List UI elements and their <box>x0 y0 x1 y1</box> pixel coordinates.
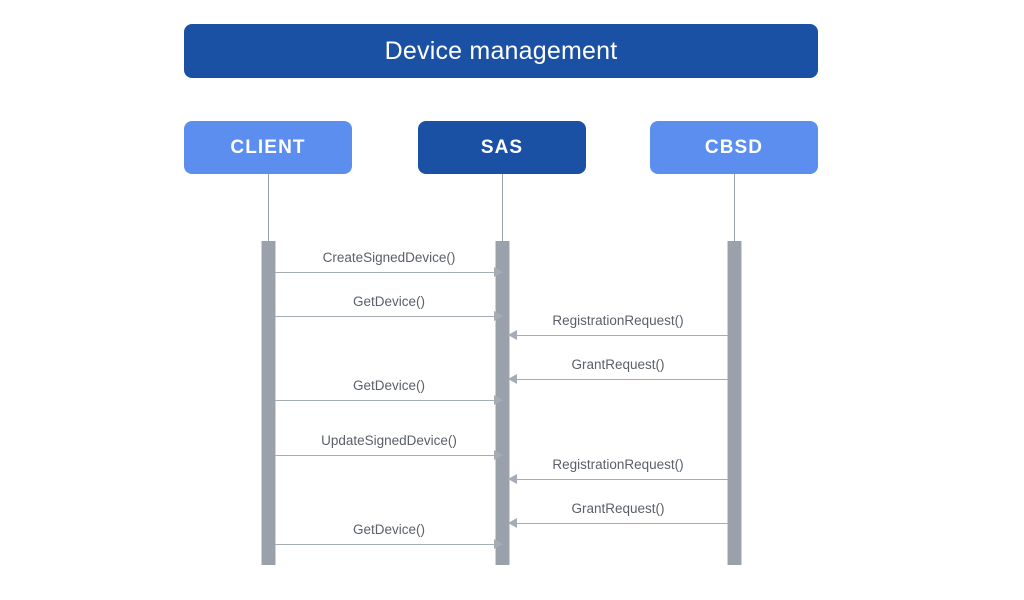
arrow-left-icon <box>508 474 517 484</box>
lifeline-cbsd <box>734 174 735 241</box>
arrow-right-icon <box>494 395 503 405</box>
message-line <box>275 400 503 401</box>
participant-box-client[interactable]: CLIENT <box>184 121 352 174</box>
message-label: GrantRequest() <box>571 357 665 372</box>
message-label: UpdateSignedDevice() <box>321 433 457 448</box>
message-create-signed-device[interactable]: CreateSignedDevice() <box>275 250 503 284</box>
message-label: GetDevice() <box>352 378 425 393</box>
message-line <box>275 544 503 545</box>
activation-bar-client <box>261 241 276 565</box>
message-grant-request-2[interactable]: GrantRequest() <box>508 501 728 535</box>
message-label: GetDevice() <box>352 294 425 309</box>
message-line <box>508 335 728 336</box>
message-label: GetDevice() <box>352 522 425 537</box>
arrow-right-icon <box>494 450 503 460</box>
participant-box-sas[interactable]: SAS <box>418 121 586 174</box>
message-line <box>508 479 728 480</box>
arrow-right-icon <box>494 539 503 549</box>
lifeline-client <box>268 174 269 241</box>
arrow-right-icon <box>494 267 503 277</box>
message-get-device-1[interactable]: GetDevice() <box>275 294 503 328</box>
arrow-left-icon <box>508 518 517 528</box>
participant-box-cbsd[interactable]: CBSD <box>650 121 818 174</box>
message-registration-request-2[interactable]: RegistrationRequest() <box>508 457 728 491</box>
activation-bar-cbsd <box>727 241 742 565</box>
message-label: RegistrationRequest() <box>552 457 684 472</box>
message-line <box>275 316 503 317</box>
message-line <box>508 523 728 524</box>
lifeline-sas <box>502 174 503 241</box>
arrow-right-icon <box>494 311 503 321</box>
arrow-left-icon <box>508 374 517 384</box>
participant-label-client: CLIENT <box>230 136 306 158</box>
participant-label-sas: SAS <box>480 136 524 158</box>
message-update-signed-device[interactable]: UpdateSignedDevice() <box>275 433 503 467</box>
diagram-title-banner: Device management <box>184 24 818 78</box>
message-line <box>275 455 503 456</box>
arrow-left-icon <box>508 330 517 340</box>
participant-label-cbsd: CBSD <box>704 136 764 158</box>
message-label: GrantRequest() <box>571 501 665 516</box>
message-grant-request-1[interactable]: GrantRequest() <box>508 357 728 391</box>
message-line <box>275 272 503 273</box>
message-label: CreateSignedDevice() <box>322 250 456 265</box>
message-get-device-2[interactable]: GetDevice() <box>275 378 503 412</box>
message-registration-request-1[interactable]: RegistrationRequest() <box>508 313 728 347</box>
message-get-device-3[interactable]: GetDevice() <box>275 522 503 556</box>
page-title: Device management <box>384 36 618 65</box>
message-label: RegistrationRequest() <box>552 313 684 328</box>
message-line <box>508 379 728 380</box>
